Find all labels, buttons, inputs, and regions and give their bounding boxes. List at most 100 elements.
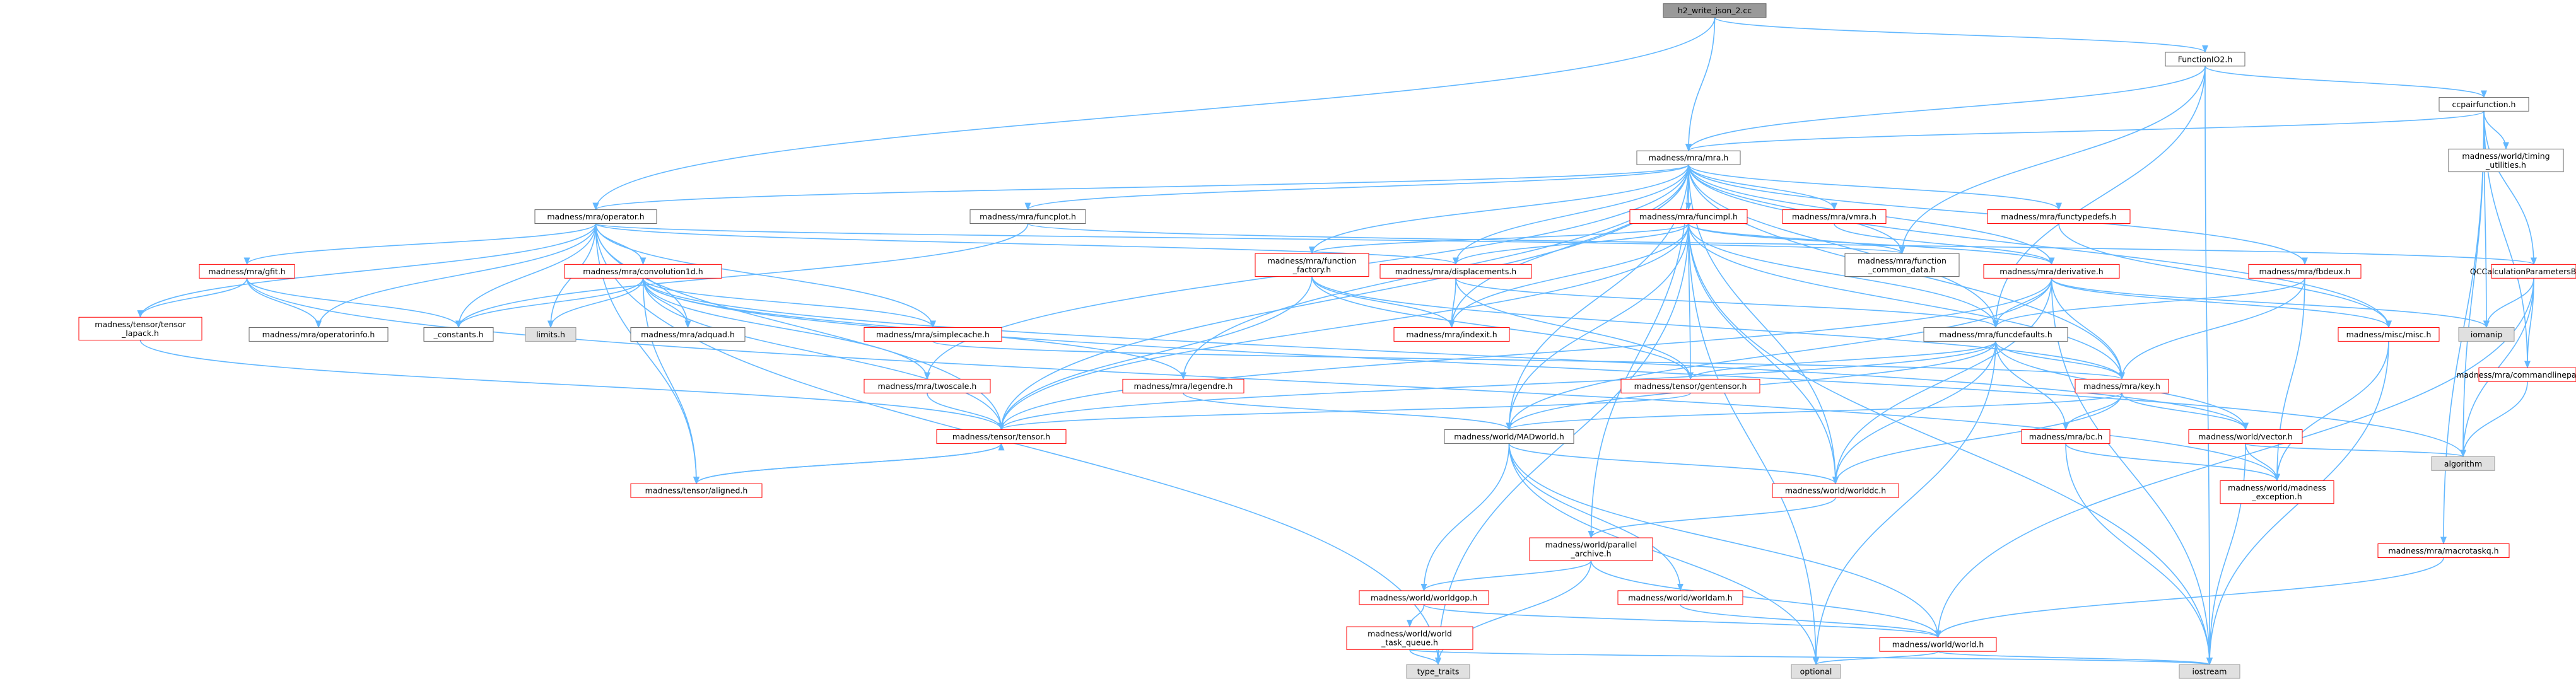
- node-label: h2_write_json_2.cc: [1678, 6, 1752, 15]
- node-label: QCCalculationParametersBase.h: [2470, 267, 2576, 276]
- node-aligned[interactable]: madness/tensor/aligned.h: [630, 483, 763, 498]
- node-madworld[interactable]: madness/world/MADworld.h: [1444, 429, 1574, 444]
- node-mra[interactable]: madness/mra/mra.h: [1636, 150, 1741, 165]
- node-tensor[interactable]: madness/tensor/tensor.h: [936, 429, 1067, 444]
- edge-fbdeux-to-key: [2119, 278, 2305, 380]
- node-box: [2438, 96, 2529, 112]
- edge-funcimpl-to-key: [1688, 223, 2125, 380]
- node-legendre[interactable]: madness/mra/legendre.h: [1122, 378, 1244, 393]
- node-label: madness/world/timing: [2462, 151, 2550, 161]
- node-macrotaskq[interactable]: madness/mra/macrotaskq.h: [2377, 543, 2510, 558]
- node-simplecache[interactable]: madness/mra/simplecache.h: [864, 327, 1002, 342]
- node-label: madness/mra/funcdefaults.h: [1939, 330, 2052, 339]
- node-operatorinfo[interactable]: madness/mra/operatorinfo.h: [249, 327, 389, 342]
- node-algorithm[interactable]: algorithm: [2431, 456, 2495, 471]
- node-label: ccpairfunction.h: [2452, 100, 2516, 109]
- node-label: madness/mra/operatorinfo.h: [262, 330, 375, 339]
- node-displacements[interactable]: madness/mra/displacements.h: [1379, 264, 1532, 279]
- node-operator[interactable]: madness/mra/operator.h: [534, 209, 657, 224]
- edge-wtq-to-typetraits: [1409, 649, 1441, 666]
- edge-derivative-to-misc: [2051, 278, 2392, 328]
- edge-bc-to-madexc: [2065, 443, 2280, 482]
- node-iomanip[interactable]: iomanip: [2458, 327, 2515, 342]
- edge-madworld-to-optional: [1508, 443, 1819, 666]
- node-derivative[interactable]: madness/mra/derivative.h: [1983, 264, 2120, 279]
- edge-funcimpl-to-iostream: [1688, 223, 2213, 666]
- node-label: madness/mra/legendre.h: [1134, 381, 1233, 391]
- node-qccalc[interactable]: QCCalculationParametersBase.h: [2470, 264, 2576, 279]
- node-box: [1629, 209, 1748, 224]
- node-gentensor[interactable]: madness/tensor/gentensor.h: [1620, 378, 1760, 393]
- node-bc[interactable]: madness/mra/bc.h: [2021, 429, 2111, 444]
- node-twoscale[interactable]: madness/mra/twoscale.h: [864, 378, 991, 393]
- node-label: madness/mra/operator.h: [547, 212, 644, 221]
- node-box: [1359, 590, 1489, 605]
- edge-functionio2-to-iostream: [2204, 66, 2213, 666]
- node-fbdeux[interactable]: madness/mra/fbdeux.h: [2248, 264, 2362, 279]
- node-adquad[interactable]: madness/mra/adquad.h: [630, 327, 746, 342]
- node-functionio2[interactable]: FunctionIO2.h: [2165, 52, 2245, 67]
- node-timing[interactable]: madness/world/timing_utilities.h: [2448, 148, 2564, 173]
- edge-gfit-to-constants: [246, 278, 462, 328]
- node-indexit[interactable]: madness/mra/indexit.h: [1393, 327, 1510, 342]
- node-parallel[interactable]: madness/world/parallel_archive.h: [1529, 537, 1653, 561]
- edge-functionio2-to-funccommon: [1899, 66, 2206, 255]
- node-root[interactable]: h2_write_json_2.cc: [1663, 3, 1767, 18]
- node-label: _lapack.h: [121, 328, 159, 338]
- node-box: [2478, 367, 2576, 382]
- edge-cmdline-to-algorithm: [2460, 381, 2528, 458]
- edge-funcdefaults-to-worlddc: [1832, 341, 1996, 485]
- node-gfit[interactable]: madness/mra/gfit.h: [199, 264, 295, 279]
- edge-mra-to-tensor: [998, 165, 1689, 431]
- edge-gentensor-to-tensor: [998, 392, 1691, 431]
- node-worlddc[interactable]: madness/world/worlddc.h: [1772, 483, 1899, 498]
- node-constants[interactable]: _constants.h: [423, 327, 494, 342]
- node-worldgop[interactable]: madness/world/worldgop.h: [1359, 590, 1489, 605]
- edge-operator-to-typetraits: [595, 223, 1441, 666]
- edge-functypedefs-to-misc: [2058, 223, 2392, 328]
- edge-derivative-to-tensor: [998, 278, 2052, 431]
- node-box: [936, 429, 1067, 444]
- node-box: [2338, 327, 2440, 342]
- node-iostream[interactable]: iostream: [2179, 664, 2240, 679]
- node-cmdline[interactable]: madness/mra/commandlineparser.h: [2456, 367, 2576, 382]
- node-box: [1983, 264, 2120, 279]
- node-conv1d[interactable]: madness/mra/convolution1d.h: [564, 264, 722, 279]
- node-madexc[interactable]: madness/world/madness_exception.h: [2220, 480, 2334, 504]
- node-funcplot[interactable]: madness/mra/funcplot.h: [969, 209, 1086, 224]
- node-label: iostream: [2193, 667, 2227, 676]
- node-key[interactable]: madness/mra/key.h: [2075, 378, 2169, 393]
- edge-vector-to-algorithm: [2245, 443, 2466, 458]
- edge-funcfactory-to-key: [1311, 276, 2125, 380]
- edge-tlapack-to-tensor: [139, 340, 1005, 431]
- node-box: [525, 327, 577, 342]
- node-optional[interactable]: optional: [1791, 664, 1841, 679]
- node-worldam[interactable]: madness/world/worldam.h: [1617, 590, 1743, 605]
- node-label: madness/mra/derivative.h: [1999, 267, 2103, 276]
- node-funcimpl[interactable]: madness/mra/funcimpl.h: [1629, 209, 1748, 224]
- dependency-edges: [137, 16, 2537, 666]
- node-world[interactable]: madness/world/world.h: [1879, 637, 1997, 652]
- edge-world-to-optional: [1813, 651, 1939, 666]
- node-typetraits[interactable]: type_traits: [1406, 664, 1470, 679]
- node-tlapack[interactable]: madness/tensor/tensor_lapack.h: [78, 316, 202, 340]
- edge-madworld-to-world: [1508, 443, 1941, 639]
- node-vmra[interactable]: madness/mra/vmra.h: [1782, 209, 1887, 224]
- node-funcfactory[interactable]: madness/mra/function_factory.h: [1255, 253, 1369, 277]
- node-misc[interactable]: madness/misc/misc.h: [2338, 327, 2440, 342]
- edge-funcfactory-to-indexit: [1311, 276, 1455, 328]
- node-wtq[interactable]: madness/world/world_task_queue.h: [1346, 626, 1473, 650]
- node-functypedefs[interactable]: madness/mra/functypedefs.h: [1987, 209, 2131, 224]
- edge-mra-to-vmra: [1688, 164, 1837, 211]
- node-vector[interactable]: madness/world/vector.h: [2188, 429, 2303, 444]
- node-limits[interactable]: limits.h: [525, 327, 577, 342]
- node-funccommon[interactable]: madness/mra/function_common_data.h: [1844, 253, 1960, 277]
- node-box: [534, 209, 657, 224]
- node-label: _task_queue.h: [1381, 638, 1438, 647]
- node-label: madness/tensor/tensor.h: [952, 432, 1050, 441]
- edge-gfit-to-operatorinfo: [246, 278, 322, 328]
- edge-parallel-to-world: [1590, 560, 1941, 639]
- node-label: madness/tensor/aligned.h: [645, 486, 748, 496]
- node-funcdefaults[interactable]: madness/mra/funcdefaults.h: [1923, 327, 2068, 342]
- node-cpair[interactable]: ccpairfunction.h: [2438, 96, 2529, 112]
